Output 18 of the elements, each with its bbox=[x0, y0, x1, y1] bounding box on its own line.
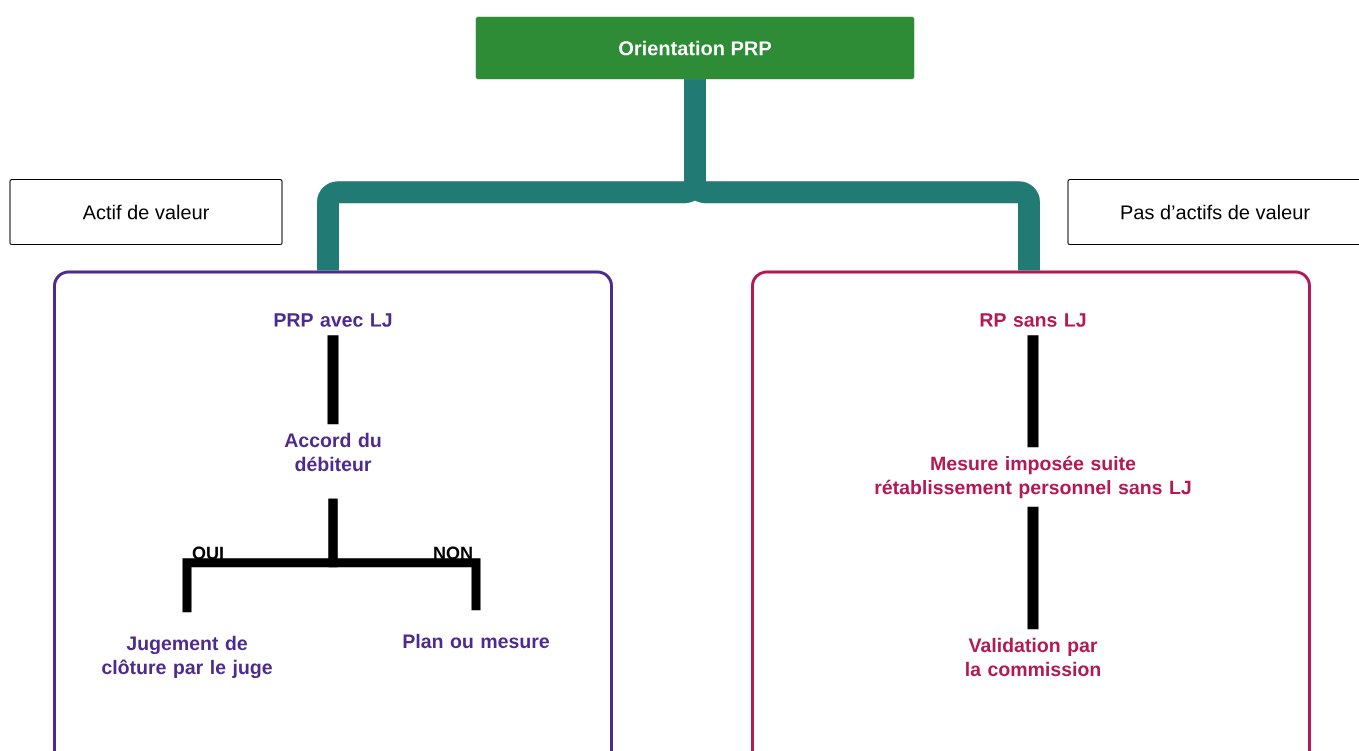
connector-line bbox=[327, 335, 339, 425]
step-label: Mesure imposée suite rétablissement personnel sans LJ bbox=[875, 455, 1191, 499]
category-box: Pas d’actifs de valeur bbox=[1067, 179, 1359, 245]
title-box: Orientation PRP bbox=[475, 16, 915, 80]
panel-frame bbox=[751, 270, 1311, 751]
edge-label: OUI bbox=[192, 546, 223, 560]
connector-line bbox=[328, 498, 481, 611]
step-label: Validation par la commission bbox=[966, 637, 1101, 677]
step-label: Plan ou mesure bbox=[403, 633, 549, 649]
edge-label: NON bbox=[434, 546, 472, 560]
step-label: Jugement de clôture par le juge bbox=[102, 635, 272, 679]
step-label: PRP avec LJ bbox=[274, 313, 392, 327]
step-label: RP sans LJ bbox=[980, 313, 1086, 327]
category-box: Actif de valeur bbox=[9, 179, 283, 245]
panel-frame bbox=[53, 270, 613, 751]
step-label: Accord du débiteur bbox=[284, 432, 381, 472]
connector-line bbox=[1027, 335, 1039, 448]
connector-line bbox=[1027, 506, 1039, 630]
